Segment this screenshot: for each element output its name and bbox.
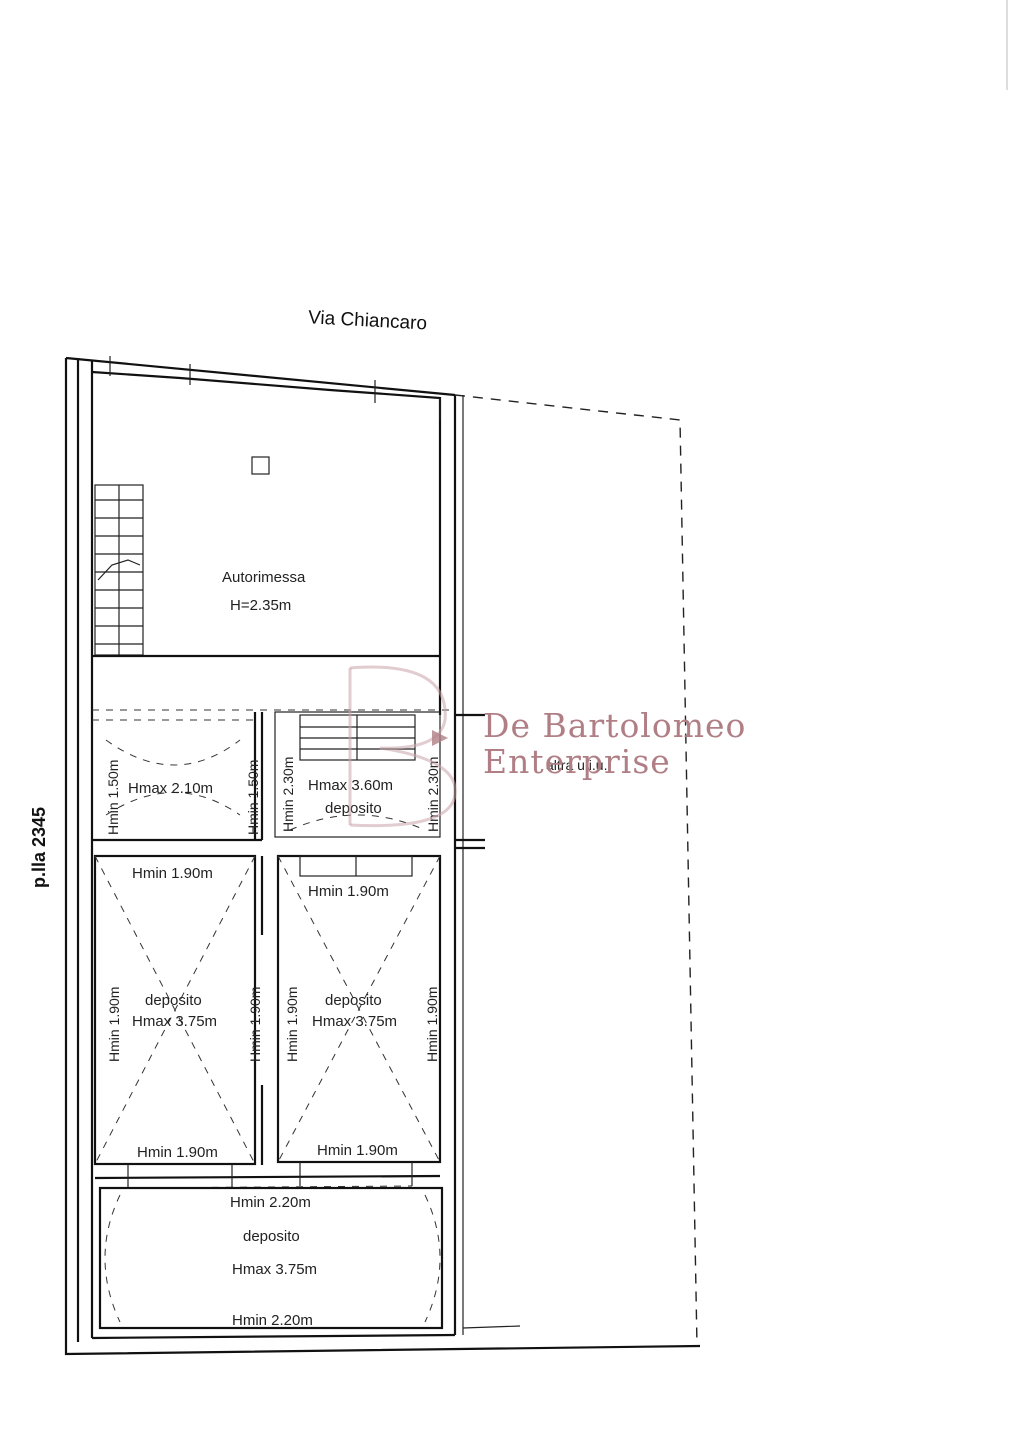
deposito-left-hmax: Hmax 3.75m — [132, 1013, 217, 1030]
small-center-hmin-right: Hmin 2.30m — [425, 757, 441, 832]
small-left-hmin-right: Hmin 1.50m — [245, 760, 261, 835]
room-deposito-right: Hmin 1.90m deposito Hmax 3.75m Hmin 1.90… — [276, 854, 442, 1164]
deposito-bottom-name: deposito — [243, 1228, 300, 1245]
deposito-right-hmin-right: Hmin 1.90m — [424, 987, 440, 1062]
parcel-label: p.lla 2345 — [29, 807, 49, 888]
deposito-right-hmin-bottom: Hmin 1.90m — [317, 1142, 398, 1159]
room-small-left: Hmax 2.10m Hmin 1.50m Hmin 1.50m — [92, 712, 264, 842]
small-center-hmin-left: Hmin 2.30m — [280, 757, 296, 832]
room-deposito-bottom: Hmin 2.20m deposito Hmax 3.75m Hmin 2.20… — [98, 1186, 444, 1330]
watermark-logo-icon — [348, 665, 457, 828]
deposito-left-hmin-left: Hmin 1.90m — [106, 987, 122, 1062]
deposito-left-name: deposito — [145, 992, 202, 1009]
deposito-right-name: deposito — [325, 992, 382, 1009]
other-unit-outline — [454, 394, 698, 1347]
deposito-right-hmin-left: Hmin 1.90m — [284, 987, 300, 1062]
deposito-bottom-hmax: Hmax 3.75m — [232, 1261, 317, 1278]
deposito-bottom-hmin-bottom: Hmin 2.20m — [232, 1312, 313, 1329]
small-left-hmax: Hmax 2.10m — [128, 780, 213, 797]
deposito-left-hmin-right: Hmin 1.90m — [247, 987, 263, 1062]
room-small-center: Hmax 3.60m deposito Hmin 2.30m Hmin 2.30… — [274, 711, 441, 838]
other-unit-label: altra u.i.u. — [546, 757, 607, 773]
autorimessa-name: Autorimessa — [222, 569, 306, 586]
autorimessa-height: H=2.35m — [230, 597, 291, 614]
deposito-left-hmin-top: Hmin 1.90m — [132, 865, 213, 882]
watermark-line2: Enterprise — [483, 742, 671, 781]
deposito-right-hmax: Hmax 3.75m — [312, 1013, 397, 1030]
room-autorimessa: Autorimessa H=2.35m — [92, 456, 440, 658]
stairs-icon — [94, 484, 144, 656]
street-label: Via Chiancaro — [308, 307, 428, 334]
deposito-bottom-hmin-top: Hmin 2.20m — [230, 1194, 311, 1211]
stairs-icon — [299, 714, 416, 761]
watermark-line1: De Bartolomeo — [483, 706, 746, 745]
outer-walls — [64, 356, 701, 1356]
small-left-hmin-left: Hmin 1.50m — [105, 760, 121, 835]
watermark: De Bartolomeo Enterprise — [348, 665, 746, 828]
room-deposito-left: Hmin 1.90m deposito Hmax 3.75m Hmin 1.90… — [93, 854, 263, 1166]
deposito-left-hmin-bottom: Hmin 1.90m — [137, 1144, 218, 1161]
small-center-name: deposito — [325, 800, 382, 817]
pillar-icon — [251, 456, 270, 475]
deposito-right-hmin-top: Hmin 1.90m — [308, 883, 389, 900]
